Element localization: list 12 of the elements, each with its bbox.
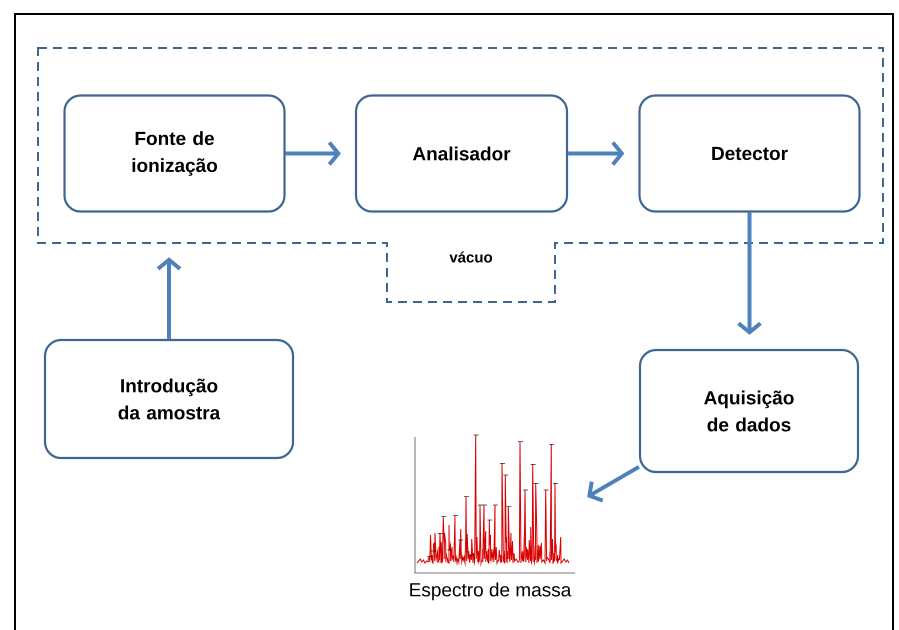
arrow: [568, 141, 624, 166]
spectrum-caption: Espectro de massa: [410, 582, 572, 600]
mass-spectrum-drawing: [414, 434, 576, 574]
process-box: Introdução da amostra: [44, 338, 294, 460]
arrow: [587, 465, 640, 503]
process-box: Detector: [638, 94, 861, 213]
arrow: [156, 257, 182, 339]
process-box: Analisador: [354, 94, 568, 213]
arrow: [286, 141, 341, 166]
process-box: Fonte de ionização: [63, 94, 286, 213]
process-box: Aquisição de dados: [638, 348, 860, 474]
arrow: [737, 212, 762, 335]
